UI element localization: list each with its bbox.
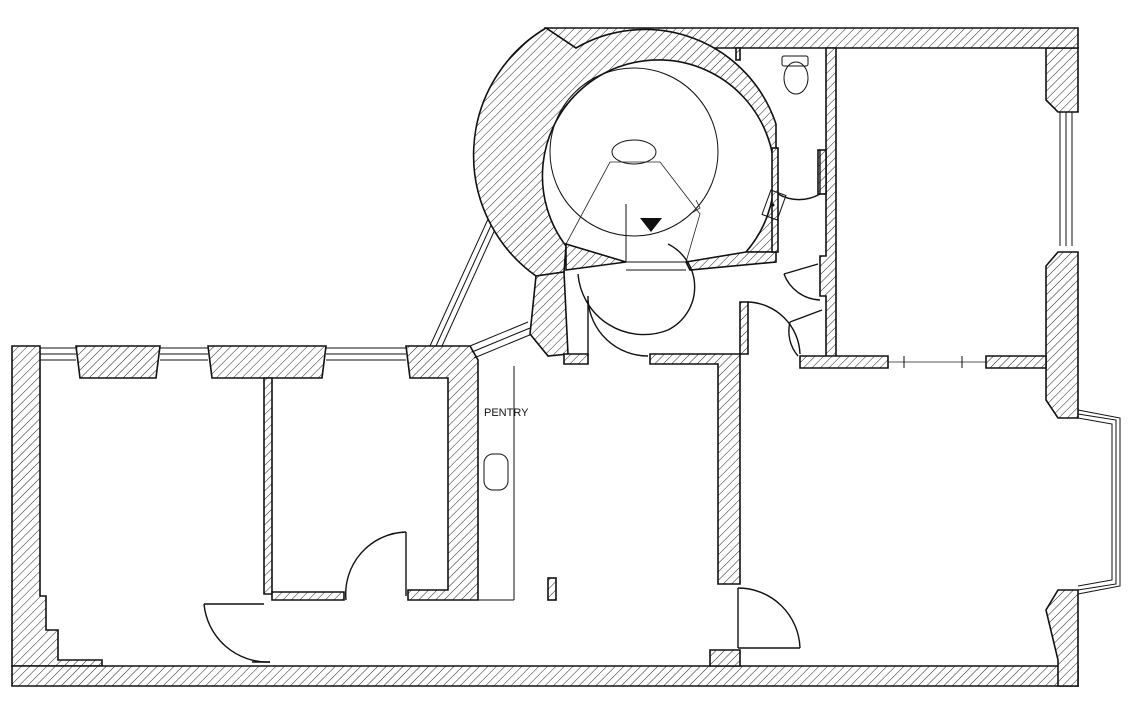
wall-left: [11, 345, 103, 667]
door-living[interactable]: [737, 587, 801, 649]
wall-right-upper: [1045, 47, 1079, 113]
tower-landing-wall: [565, 242, 627, 271]
pantry-label: PENTRY: [484, 407, 529, 419]
door-corridor-2[interactable]: [577, 243, 696, 336]
wall-bottom-pier: [709, 649, 741, 667]
bathroom: [735, 47, 837, 359]
bay-window-right: [1077, 409, 1121, 595]
wall-right-lower: [1045, 589, 1079, 687]
tower-wall: [472, 27, 777, 277]
corridor-wall-a: [563, 353, 589, 365]
corridor-wall-b: [649, 353, 741, 585]
wall-pier-1: [75, 345, 161, 379]
pantry-sink-icon: [483, 453, 509, 491]
wall-bedroom-partition: [263, 377, 345, 601]
stair-tower: [472, 27, 777, 357]
stair-direction-arrow-icon: [640, 218, 662, 232]
slanted-window-left: [429, 205, 503, 347]
door-corridor-1[interactable]: [587, 296, 649, 357]
door-bath[interactable]: [783, 263, 821, 301]
living-partition-left: [799, 355, 889, 369]
bathroom-wall-right: [819, 47, 837, 359]
exterior-walls: [11, 27, 1079, 687]
inner-walls: [547, 301, 1047, 601]
wall-pier-2: [207, 345, 327, 379]
basin-icon: [761, 189, 787, 221]
door-bedroom-left[interactable]: [203, 603, 271, 663]
living-partition-right: [985, 355, 1047, 369]
wall-pier-3: [405, 345, 479, 601]
wall-right-middle: [1045, 251, 1079, 419]
wall-bottom: [11, 665, 1079, 687]
toilet-icon: [781, 55, 809, 95]
window-right-upper: [1059, 112, 1073, 246]
door-corridor-3[interactable]: [747, 301, 823, 357]
door-bedroom-right[interactable]: [345, 531, 407, 601]
corridor-wall-c: [739, 301, 749, 355]
wall-top-left-block: [40, 345, 479, 601]
doors[interactable]: [203, 243, 823, 663]
slanted-window-lower: [469, 321, 533, 359]
pantry: PENTRY: [478, 366, 529, 601]
